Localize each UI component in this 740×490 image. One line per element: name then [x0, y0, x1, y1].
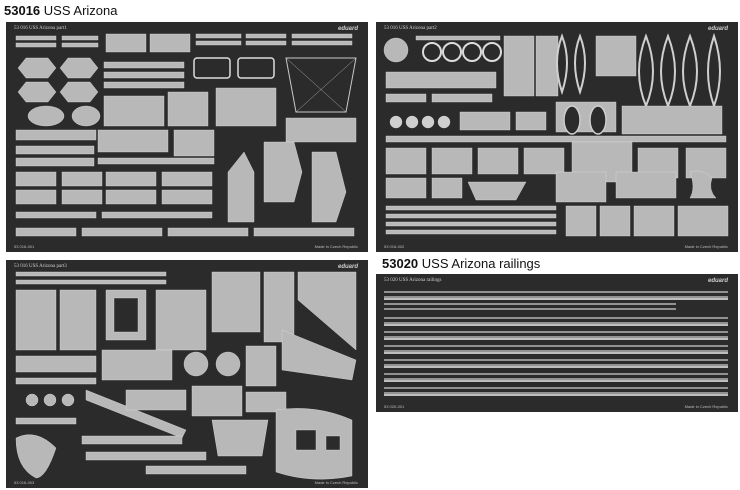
fret-part3-brand: eduard [337, 264, 358, 270]
fret-railings-brand: eduard [707, 278, 728, 284]
fret-part2-code: 53 016-002 [384, 244, 405, 249]
caption-railings-number: 53020 [382, 256, 419, 271]
fret-part3: 53 016 USS Arizona part3 eduard 53 016-0… [6, 260, 368, 488]
fret-railings: 53 020 USS Arizona railings eduard 53 02… [376, 274, 738, 412]
fret-part1: 53 016 USS Arizona part1 eduard 53 016-0… [6, 22, 368, 252]
caption-railings: 53020 USS Arizona railings [382, 256, 540, 271]
fret-railings-id: 53 020 USS Arizona railings [384, 278, 442, 283]
caption-railings-title: USS Arizona railings [421, 256, 541, 271]
fret-railings-code: 53 020-001 [384, 404, 405, 409]
fret-part1-code: 53 016-001 [14, 244, 35, 249]
fret-part2-parts [383, 32, 729, 237]
caption-main-number: 53016 [4, 3, 41, 18]
fret-part1-parts [15, 33, 357, 237]
caption-main: 53016 USS Arizona [4, 3, 117, 18]
fret-railings-parts [384, 291, 728, 396]
fret-part3-made-in: Made in Czech Republic [314, 480, 358, 485]
fret-part2: 53 016 USS Arizona part2 eduard 53 016-0… [376, 22, 738, 252]
fret-part3-parts [15, 271, 357, 480]
fret-part1-made-in: Made in Czech Republic [314, 244, 358, 249]
fret-part3-code: 53 016-003 [14, 480, 35, 485]
fret-part3-id: 53 016 USS Arizona part3 [14, 264, 67, 269]
fret-railings-made-in: Made in Czech Republic [684, 404, 728, 409]
fret-part1-brand: eduard [337, 26, 358, 32]
caption-main-title: USS Arizona [43, 3, 118, 18]
fret-part2-made-in: Made in Czech Republic [684, 244, 728, 249]
fret-part1-id: 53 016 USS Arizona part1 [14, 26, 67, 31]
fret-part2-brand: eduard [707, 26, 728, 32]
fret-part2-id: 53 016 USS Arizona part2 [384, 26, 437, 31]
